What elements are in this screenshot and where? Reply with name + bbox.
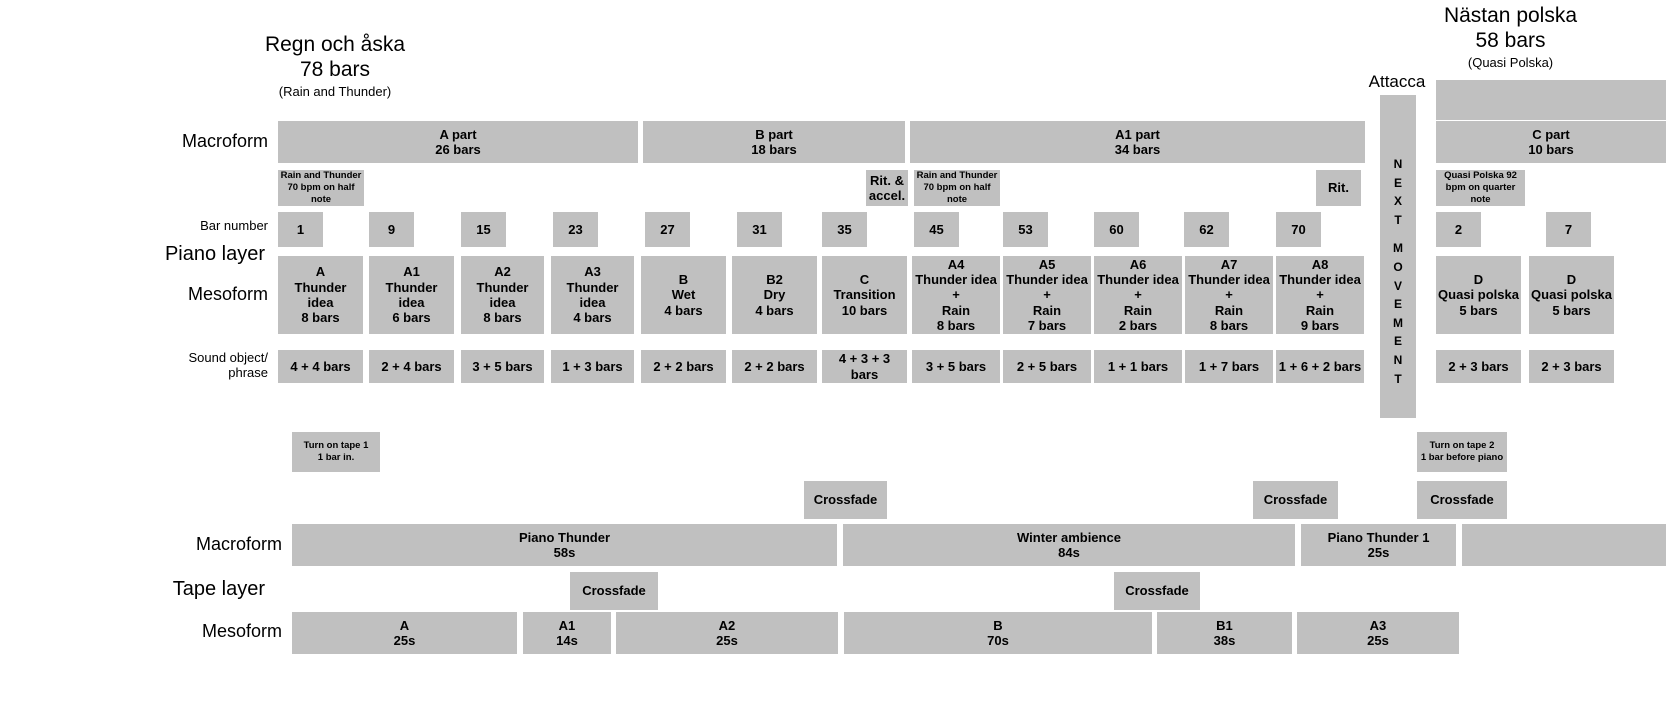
row-label-tape-macroform: Macroform [195,534,282,554]
tape-crossfade-block: Crossfade [570,572,658,610]
piano-mesoform-block: A6 Thunder idea + Rain 2 bars [1094,256,1182,334]
piano-sound-object-block: 2 + 2 bars [641,350,726,383]
tape-macroform-block: Piano Thunder 58s [292,524,837,566]
movement-1-bars: 78 bars [299,58,371,82]
piano-mesoform-block: A4 Thunder idea + Rain 8 bars [912,256,1000,334]
tape-mesoform-block: A1 14s [523,612,611,654]
piano-bar-number: 70 [1276,212,1321,247]
piano-tempo-marker: Rain and Thunder 70 bpm on half note [278,170,364,206]
tape-macroform-block [1462,524,1666,566]
piano-sound-object-block: 3 + 5 bars [461,350,544,383]
next-movement-letter: O [1393,259,1403,274]
next-movement-letter: M [1393,241,1403,256]
tape-macroform-block: Piano Thunder 1 25s [1301,524,1456,566]
movement-2-name: Nästan polska [1443,4,1578,27]
piano-sound-object-block: 3 + 5 bars [912,350,1000,383]
piano-layer-label: Piano layer [164,243,265,265]
piano-sound-object-block: 2 + 2 bars [732,350,817,383]
piano-mesoform-block: A2 Thunder idea 8 bars [461,256,544,334]
piano-sound-object-block: 2 + 3 bars [1529,350,1614,383]
piano-bar-number: 31 [737,212,782,247]
piano-bar-number: 9 [369,212,414,247]
piano-tempo-marker: Rit. [1316,170,1361,206]
piano-mesoform-block: D Quasi polska 5 bars [1529,256,1614,334]
piano-mesoform-block: B2 Dry 4 bars [732,256,817,334]
movement-1-title: Regn och åska 78 bars (Rain and Thunder) [220,32,450,100]
next-movement-letter: E [1393,175,1402,190]
piano-tempo-marker: Rain and Thunder 70 bpm on half note [914,170,1000,206]
next-movement-letter: T [1394,212,1402,227]
tape-crossfade-block: Crossfade [1114,572,1200,610]
piano-sound-object-block: 4 + 4 bars [278,350,363,383]
piano-bar-number: 53 [1003,212,1048,247]
piano-mesoform-block: C Transition 10 bars [822,256,907,334]
piano-macroform-block: A1 part 34 bars [910,121,1365,163]
movement-2-top-block [1436,80,1666,120]
piano-mesoform-block: A7 Thunder idea + Rain 8 bars [1185,256,1273,334]
tape-mesoform-block: A 25s [292,612,517,654]
movement-2-bars: 58 bars [1475,29,1546,53]
piano-tempo-marker: Rit. & accel. [866,170,908,206]
tape-mesoform-block: A2 25s [616,612,838,654]
attacca-label: Attacca [1368,72,1426,91]
piano-macroform-block: C part 10 bars [1436,121,1666,163]
row-label-tape-mesoform: Mesoform [201,621,282,641]
row-label-piano-macroform: Macroform [181,131,268,151]
piano-sound-object-block: 1 + 1 bars [1094,350,1182,383]
piano-bar-number: 60 [1094,212,1139,247]
piano-sound-object-block: 1 + 7 bars [1185,350,1273,383]
next-movement-letter: E [1393,334,1402,349]
piano-macroform-block: A part 26 bars [278,121,638,163]
tape-mesoform-block: A3 25s [1297,612,1459,654]
movement-2-translation: (Quasi Polska) [1467,55,1554,71]
tape-macroform-block: Winter ambience 84s [843,524,1295,566]
piano-bar-number: 45 [914,212,959,247]
movement-1-translation: (Rain and Thunder) [278,84,392,100]
tape-layer-label: Tape layer [172,578,265,600]
tape-mesoform-block: B1 38s [1157,612,1292,654]
next-movement-letter: M [1393,315,1403,330]
piano-tempo-marker: Quasi Polska 92 bpm on quarter note [1436,170,1525,206]
tape-crossfade-block: Crossfade [804,481,887,519]
piano-sound-object-block: 1 + 3 bars [551,350,634,383]
movement-2-title: Nästan polska 58 bars (Quasi Polska) [1398,3,1623,71]
tape-crossfade-block: Crossfade [1417,481,1507,519]
piano-sound-object-block: 1 + 6 + 2 bars [1276,350,1364,383]
piano-bar-number: 27 [645,212,690,247]
piano-sound-object-block: 4 + 3 + 3 bars [822,350,907,383]
next-movement-letter: E [1393,297,1402,312]
piano-sound-object-block: 2 + 5 bars [1003,350,1091,383]
row-label-piano-mesoform: Mesoform [187,284,268,304]
piano-mesoform-block: A Thunder idea 8 bars [278,256,363,334]
tape-cue-block: Turn on tape 1 1 bar in. [292,432,380,472]
piano-bar-number: 23 [553,212,598,247]
tape-cue-block: Turn on tape 2 1 bar before piano [1417,432,1507,472]
tape-mesoform-block: B 70s [844,612,1152,654]
tape-crossfade-block: Crossfade [1253,481,1338,519]
piano-mesoform-block: D Quasi polska 5 bars [1436,256,1521,334]
piano-bar-number: 15 [461,212,506,247]
next-movement-letter: T [1394,371,1402,386]
piano-mesoform-block: A3 Thunder idea 4 bars [551,256,634,334]
next-movement-letter: X [1393,194,1402,209]
piano-mesoform-block: A8 Thunder idea + Rain 9 bars [1276,256,1364,334]
next-movement-letter: N [1393,352,1403,367]
row-label-bar-number: Bar number [200,218,268,233]
piano-bar-number: 7 [1546,212,1591,247]
piano-macroform-block: B part 18 bars [643,121,905,163]
piano-sound-object-block: 2 + 4 bars [369,350,454,383]
next-movement-letter: V [1393,278,1402,293]
next-movement-letter: N [1393,157,1403,171]
piano-bar-number: 2 [1436,212,1481,247]
piano-sound-object-block: 2 + 3 bars [1436,350,1521,383]
movement-1-name: Regn och åska [264,33,406,56]
piano-bar-number: 62 [1184,212,1229,247]
piano-bar-number: 35 [822,212,867,247]
piano-mesoform-block: B Wet 4 bars [641,256,726,334]
piano-bar-number: 1 [278,212,323,247]
piano-mesoform-block: A1 Thunder idea 6 bars [369,256,454,334]
row-label-sound-object: Sound object/ phrase [188,350,268,380]
piano-mesoform-block: A5 Thunder idea + Rain 7 bars [1003,256,1091,334]
